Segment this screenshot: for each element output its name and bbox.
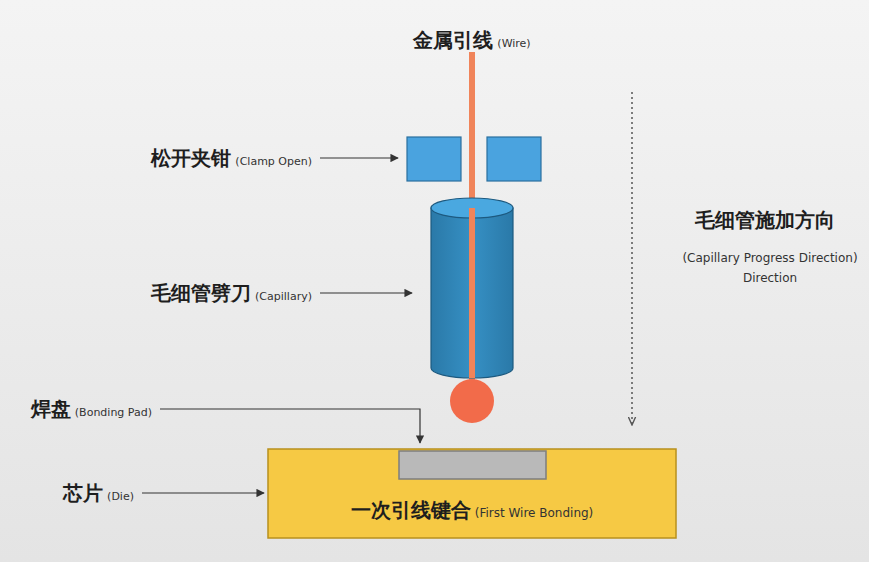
clamp-jaw bbox=[487, 137, 541, 181]
wire bbox=[469, 52, 475, 395]
part-label: 金属引线 (Wire) bbox=[413, 27, 530, 54]
die-box: 一次引线键合 (First Wire Bonding) bbox=[268, 449, 676, 538]
label-text: 松开夹钳 bbox=[151, 145, 231, 172]
label-text: 芯片 bbox=[63, 480, 103, 507]
direction-arrow bbox=[631, 92, 633, 425]
clamp-jaw bbox=[407, 137, 461, 181]
label-subtext: (Bonding Pad) bbox=[75, 406, 152, 419]
part-label: 毛细管劈刀 (Capillary) bbox=[151, 280, 312, 307]
label-subtext: (Capillary) bbox=[255, 290, 312, 303]
leader-arrow bbox=[160, 409, 420, 443]
part-label: 松开夹钳 (Clamp Open) bbox=[151, 145, 312, 172]
part-label: 芯片 (Die) bbox=[63, 480, 134, 507]
label-subtext: (Die) bbox=[107, 490, 134, 503]
label-text: 毛细管劈刀 bbox=[151, 280, 251, 307]
bonding-pad bbox=[399, 451, 546, 479]
node-text: (First Wire Bonding) bbox=[475, 506, 594, 520]
die-body bbox=[268, 449, 676, 538]
capillary-body bbox=[431, 208, 513, 378]
part-label: Direction bbox=[743, 271, 797, 285]
label-text: 焊盘 bbox=[31, 396, 71, 423]
leader-arrow bbox=[320, 292, 412, 293]
label-subtext: (Capillary Progress Direction) bbox=[682, 251, 857, 265]
part-label: 毛细管施加方向 bbox=[695, 207, 835, 234]
label-text: 金属引线 bbox=[413, 27, 493, 54]
label-text: 毛细管施加方向 bbox=[695, 207, 835, 234]
wire-ball bbox=[450, 379, 494, 423]
leader-arrow bbox=[320, 157, 398, 158]
part-label: (Capillary Progress Direction) bbox=[682, 251, 857, 265]
label-subtext: (Clamp Open) bbox=[235, 155, 312, 168]
wire bbox=[469, 208, 475, 378]
node-text: 一次引线键合 bbox=[351, 497, 471, 524]
leader-arrow bbox=[142, 492, 264, 493]
label-subtext: Direction bbox=[743, 271, 797, 285]
text-row: 一次引线键合 (First Wire Bonding) bbox=[268, 497, 676, 524]
part-label: 焊盘 (Bonding Pad) bbox=[31, 396, 152, 423]
label-subtext: (Wire) bbox=[497, 37, 530, 50]
